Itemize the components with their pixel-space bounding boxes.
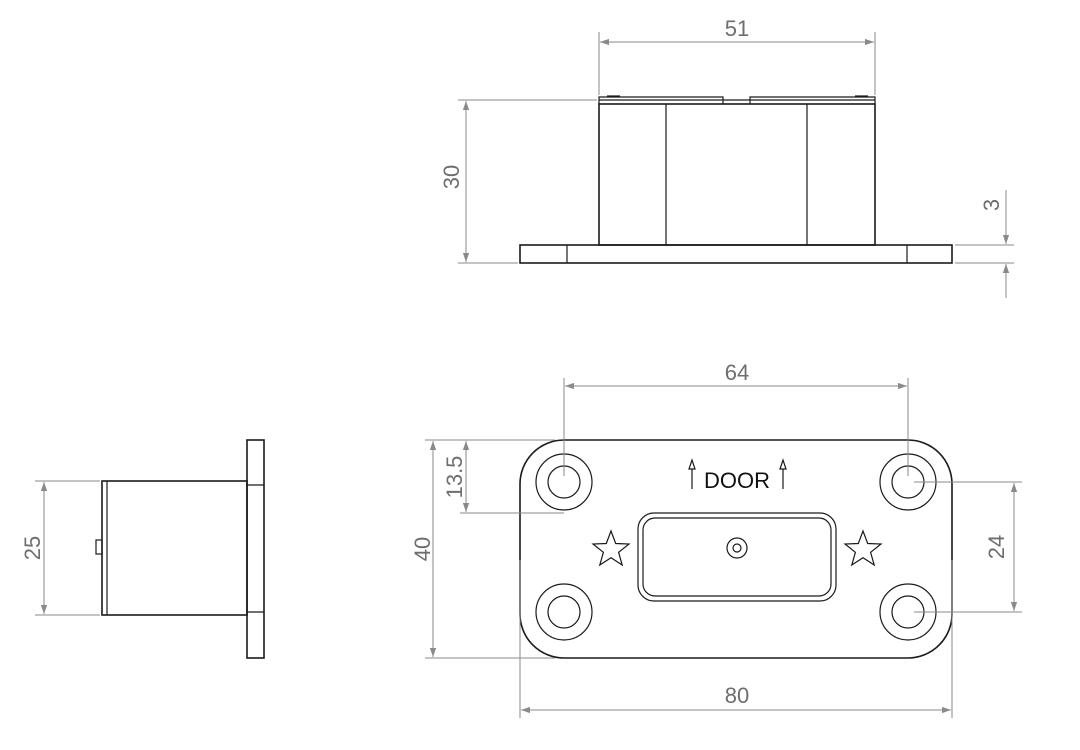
dim-plan-hole-vertical-text: 24: [984, 535, 1009, 559]
mounting-hole-bottom-left: [535, 583, 593, 641]
dim-top-width: 51: [598, 16, 876, 95]
recess-boss-inner: [732, 543, 742, 553]
star-icon: [843, 529, 883, 567]
side-body: [101, 480, 248, 616]
dim-plan-overall-length-text: 80: [725, 683, 749, 708]
arrow-up-icon: [779, 458, 787, 489]
side-pin: [95, 539, 103, 555]
recess-boss-outer: [726, 537, 748, 559]
plan-view: DOOR: [519, 439, 953, 659]
dim-plan-hole-spacing-text: 64: [725, 360, 749, 385]
dim-plan-overall-width: 40: [410, 439, 555, 659]
star-icon: [591, 529, 631, 567]
door-label: DOOR: [704, 468, 770, 493]
dim-top-width-text: 51: [725, 16, 749, 41]
dim-plan-hole-offset-text: 13.5: [442, 456, 467, 499]
dim-plan-hole-spacing: 64: [563, 360, 909, 476]
dim-side-width-text: 25: [20, 536, 45, 560]
dim-side-width: 25: [20, 480, 100, 616]
dim-plan-hole-offset: 13.5: [442, 441, 564, 514]
front-body: [598, 103, 876, 246]
dim-plan-hole-vertical: 24: [914, 481, 1022, 613]
plan-plate: [519, 439, 953, 659]
dim-top-height-text: 30: [439, 165, 464, 189]
side-plate: [246, 439, 265, 659]
recess-outer: [637, 512, 837, 602]
arrow-up-icon: [688, 458, 696, 489]
recess-inner: [642, 517, 832, 597]
dim-plan-overall-length: 80: [519, 560, 953, 718]
dim-top-thickness: 3: [955, 190, 1014, 298]
front-base-plate: [519, 244, 953, 264]
dim-top-height: 30: [439, 99, 597, 264]
dim-top-thickness-text: 3: [979, 199, 1004, 211]
front-view: [519, 95, 953, 264]
side-view: [95, 439, 265, 659]
dim-plan-overall-width-text: 40: [410, 537, 435, 561]
